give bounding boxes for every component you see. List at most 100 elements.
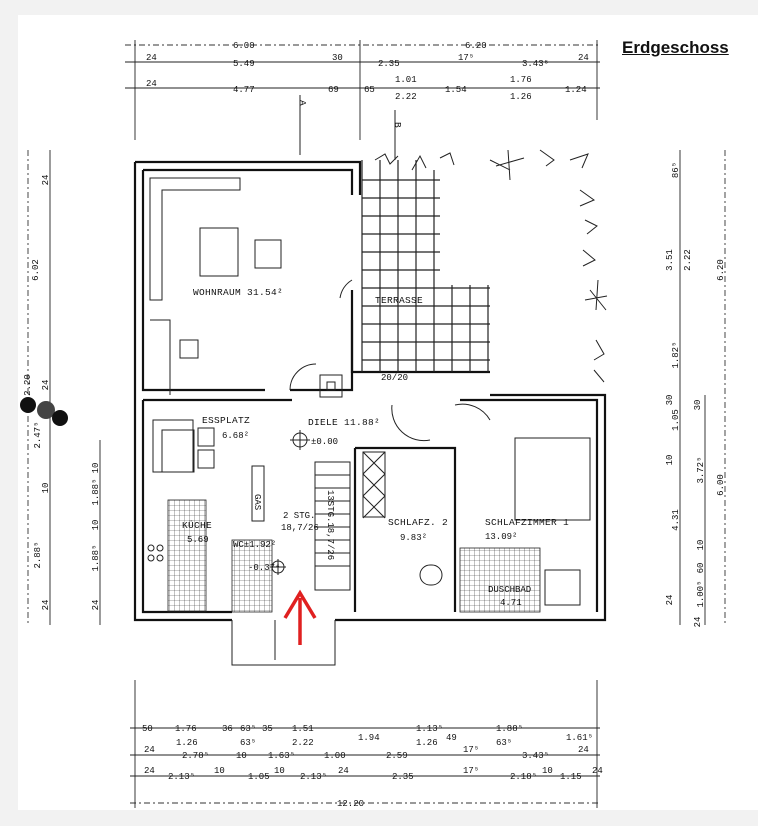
dimension-left-label: 2.20 bbox=[23, 374, 33, 396]
dimension-top-label: 6.20 bbox=[465, 41, 487, 51]
dimension-left-label: 1.88⁵ bbox=[91, 478, 101, 505]
dimension-bottom-label: 2.78⁵ bbox=[182, 751, 209, 761]
dimension-bottom-label: 2.13⁵ bbox=[168, 772, 195, 782]
dimension-right-label: 30 bbox=[693, 400, 703, 411]
dimension-top-label: 65 bbox=[364, 85, 375, 95]
dimension-bottom-label: 63⁵ bbox=[496, 738, 512, 748]
stair-upper-label: 2 STG. bbox=[283, 511, 315, 521]
dimension-right-label: 86⁵ bbox=[671, 162, 681, 178]
paper-sheet bbox=[18, 15, 758, 810]
room-label-duschbad: DUSCHBAD bbox=[488, 585, 531, 595]
dimension-top-label: 24 bbox=[146, 79, 157, 89]
dimension-bottom-label: 17⁵ bbox=[463, 745, 479, 755]
essplatz-area: 6.68² bbox=[222, 431, 249, 441]
page-title: Erdgeschoss bbox=[622, 38, 729, 57]
dimension-bottom-label: 24 bbox=[578, 745, 589, 755]
room-label-essplatz: ESSPLATZ bbox=[202, 415, 250, 426]
dimension-bottom-label: 10 bbox=[236, 751, 247, 761]
dimension-right-label: 4.31 bbox=[671, 509, 681, 531]
bath-tiles bbox=[459, 547, 541, 613]
dimension-lines bbox=[27, 40, 726, 808]
dimension-top-label: 1.54 bbox=[445, 85, 467, 95]
dimension-bottom-label: 1.88⁵ bbox=[496, 724, 523, 734]
dimension-right-label: 6.00 bbox=[716, 474, 726, 496]
dimension-bottom-label: 10 bbox=[274, 766, 285, 776]
schlafz2-area: 9.83² bbox=[400, 533, 427, 543]
dimension-right-label: 1.00⁵ bbox=[696, 580, 706, 607]
dimension-bottom-label: 36 bbox=[222, 724, 233, 734]
dimension-right-label: 1.05 bbox=[671, 409, 681, 431]
dimension-bottom-label: 12.20 bbox=[337, 799, 364, 809]
dimension-top-label: 6.00 bbox=[233, 41, 255, 51]
dimension-bottom-label: 50 bbox=[142, 724, 153, 734]
dimension-top-label: 30 bbox=[332, 53, 343, 63]
dimension-right-label: 3.51 bbox=[665, 249, 675, 271]
dimension-bottom-label: 1.63⁵ bbox=[268, 751, 295, 761]
dimension-bottom-label: 17⁵ bbox=[463, 766, 479, 776]
section-marker-b: B bbox=[392, 122, 403, 128]
dimension-right-label: 30 bbox=[665, 395, 675, 406]
dimension-top-label: 1.01 bbox=[395, 75, 417, 85]
dimension-bottom-label: 1.00 bbox=[324, 751, 346, 761]
dimension-bottom-label: 1.13⁵ bbox=[416, 724, 443, 734]
dimension-bottom-label: 2.59 bbox=[386, 751, 408, 761]
dimension-bottom-label: 2.13⁵ bbox=[300, 772, 327, 782]
dimension-top-label: 69 bbox=[328, 85, 339, 95]
dimension-top-label: 1.24 bbox=[565, 85, 587, 95]
diele-level: ±0.00 bbox=[311, 437, 338, 447]
room-label-schlafz2: SCHLAFZ. 2 bbox=[388, 517, 448, 528]
dimension-right-label: 60 bbox=[696, 563, 706, 574]
dimension-bottom-label: 24 bbox=[338, 766, 349, 776]
terrace-tiles bbox=[361, 160, 490, 372]
dimension-top-label: 1.76 bbox=[510, 75, 532, 85]
dimension-bottom-label: 24 bbox=[144, 766, 155, 776]
chimney-label: 20/20 bbox=[381, 373, 408, 383]
dimension-top-label: 17⁵ bbox=[458, 53, 474, 63]
dimension-bottom-label: 1.05 bbox=[248, 772, 270, 782]
dimension-left-label: 24 bbox=[41, 175, 51, 186]
room-labels: WOHNRAUM 31.54² TERRASSE 20/20 ESSPLATZ … bbox=[182, 287, 569, 608]
furniture bbox=[147, 177, 591, 606]
dimension-top-label: 5.49 bbox=[233, 59, 255, 69]
dimension-top-label: 24 bbox=[578, 53, 589, 63]
dimension-bottom-label: 1.26 bbox=[416, 738, 438, 748]
entry-level: -0.37⁴ bbox=[248, 562, 280, 573]
section-marker-a: A bbox=[297, 100, 308, 106]
room-label-wc: WC±1.92² bbox=[233, 540, 276, 550]
dimension-top-label: 2.35 bbox=[378, 59, 400, 69]
room-label-schlafz1: SCHLAFZIMMER 1 bbox=[485, 517, 569, 528]
dimension-right-label: 6.20 bbox=[716, 259, 726, 281]
dimension-bottom-label: 63⁵ bbox=[240, 724, 256, 734]
dimension-left-label: 1.88⁵ bbox=[91, 544, 101, 571]
dimension-labels: 6.00 6.20 24 5.49 30 2.35 17⁵ 3.43⁵ 24 24 4.77 69 65… bbox=[23, 41, 726, 809]
dimension-top-label: 24 bbox=[146, 53, 157, 63]
dimension-right-label: 2.22 bbox=[683, 249, 693, 271]
dimension-bottom-label: 3.43⁵ bbox=[522, 751, 549, 761]
dimension-left-label: 10 bbox=[91, 520, 101, 531]
schlafz1-area: 13.09² bbox=[485, 532, 517, 542]
dimension-right-label: 3.72⁵ bbox=[696, 456, 706, 483]
dimension-bottom-label: 2.22 bbox=[292, 738, 314, 748]
kitchen-tiles bbox=[167, 499, 207, 613]
room-label-terrasse: TERRASSE bbox=[375, 295, 423, 306]
dimension-left-label: 24 bbox=[41, 380, 51, 391]
dimension-right-label: 10 bbox=[665, 455, 675, 466]
gas-label: GAS bbox=[252, 494, 262, 510]
dimension-bottom-label: 1.94 bbox=[358, 733, 380, 743]
room-label-wohnraum: WOHNRAUM 31.54² bbox=[193, 287, 283, 298]
dimension-left-label: 24 bbox=[41, 600, 51, 611]
room-label-kueche: KÜCHE bbox=[182, 520, 212, 531]
entrance-arrow-icon bbox=[283, 589, 317, 645]
dimension-left-label: 10 bbox=[91, 463, 101, 474]
dimension-bottom-label: 24 bbox=[144, 745, 155, 755]
dimension-right-label: 1.82⁵ bbox=[671, 341, 681, 368]
dimension-top-label: 4.77 bbox=[233, 85, 255, 95]
dimension-bottom-label: 10 bbox=[214, 766, 225, 776]
dimension-left-label: 10 bbox=[41, 483, 51, 494]
dimension-top-label: 3.43⁵ bbox=[522, 59, 549, 69]
garden-plants bbox=[374, 149, 608, 383]
dimension-bottom-label: 49 bbox=[446, 733, 457, 743]
dimension-bottom-label: 24 bbox=[592, 766, 603, 776]
stair-upper-dim: 18,7/26 bbox=[281, 523, 319, 533]
